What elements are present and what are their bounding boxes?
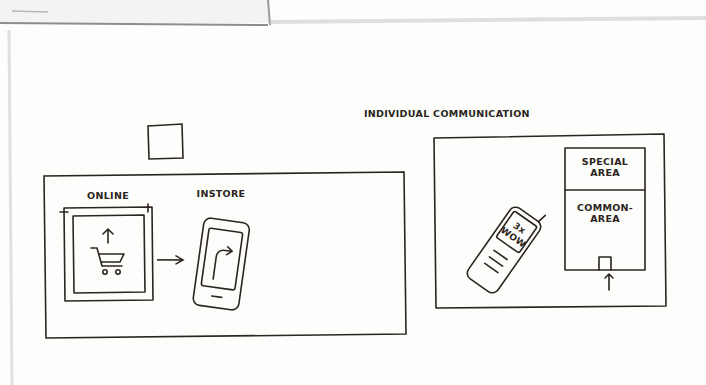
phone-sketch-outline (186, 180, 256, 312)
sketch-frame (44, 172, 406, 338)
flow-arrow (157, 256, 183, 264)
phone-sketch: 3x WOW (462, 198, 546, 302)
back-sheet (0, 0, 270, 23)
sketch-frame: INDIVIDUAL COMMUNICATION 3x WOW SPECIAL AR… (362, 106, 668, 310)
sheet-edge (0, 23, 268, 25)
area-box: SPECIAL AREA (565, 148, 645, 190)
node-label: INDIVIDUAL COMMUNICATION (364, 108, 668, 119)
small-frame (148, 124, 183, 159)
node-label: ONLINE (62, 190, 154, 201)
sheet-shadow (270, 18, 706, 22)
sheet-shadow (9, 30, 12, 385)
screen-box-outline (62, 188, 154, 304)
area-box: COMMON- AREA (565, 190, 645, 270)
screen-box: ONLINE (62, 188, 154, 304)
phone-sketch-outline (462, 198, 546, 302)
node-label: SPECIAL AREA (565, 148, 645, 178)
node-label: COMMON- AREA (565, 190, 645, 224)
sheet-edge (268, 0, 270, 25)
pen-mark (12, 11, 48, 12)
node-label: INSTORE (186, 188, 256, 199)
phone-sketch: INSTORE (186, 180, 256, 312)
